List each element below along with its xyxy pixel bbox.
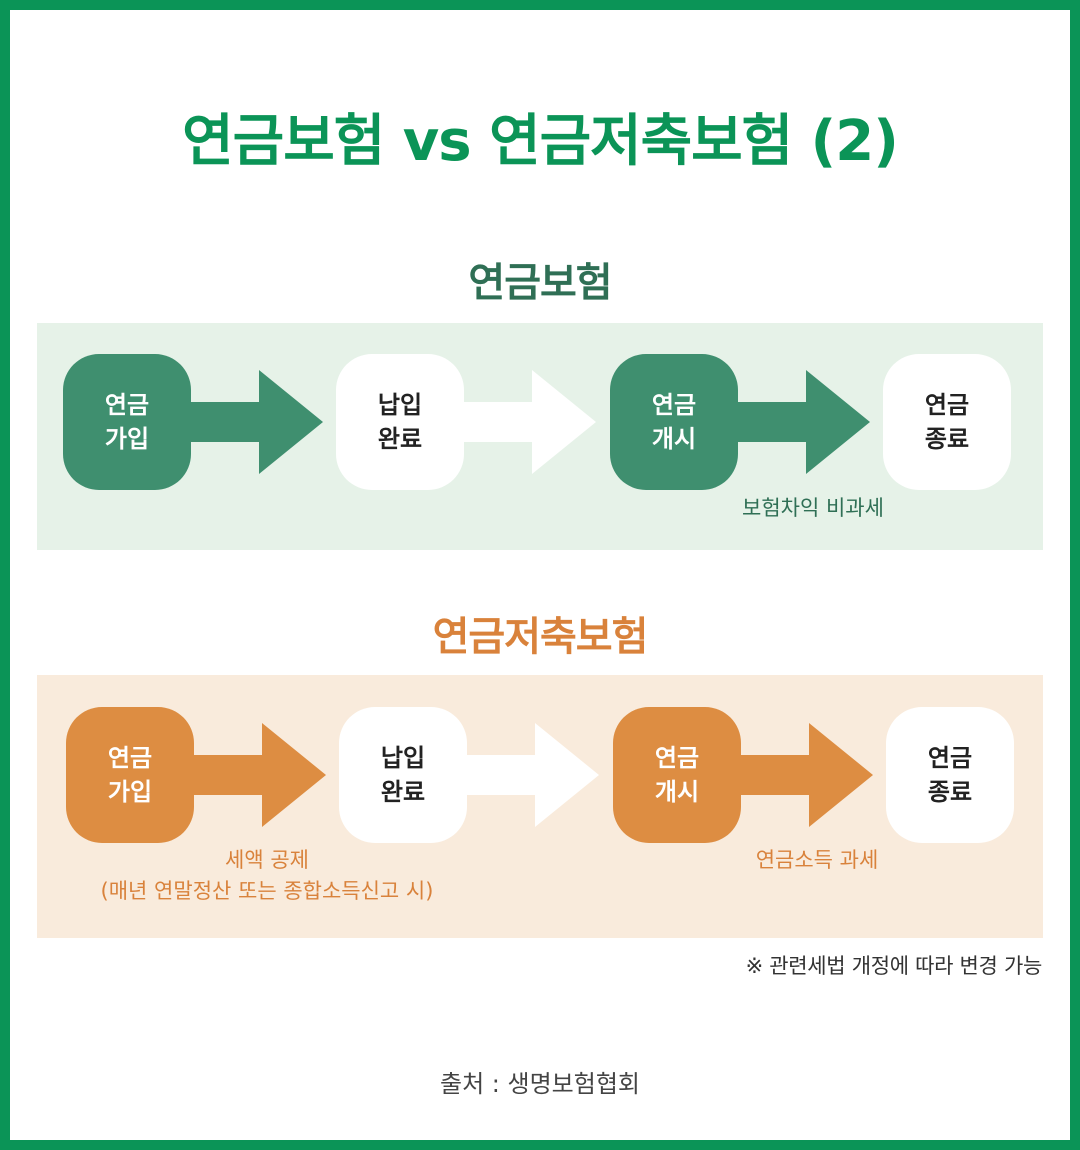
- arrow-start-to-end-icon: [734, 370, 870, 474]
- section-title-annuity: 연금보험: [468, 260, 612, 306]
- arrow-join-to-complete-icon: [190, 723, 326, 827]
- stage-payment-complete: 납입 완료: [339, 707, 467, 843]
- panel-pension-savings-insurance: 연금 가입 납입 완료 연금 개시 연금 종료 세액 공제 (매년 연말정산 또…: [37, 675, 1043, 938]
- note-pension-income-tax: 연금소득 과세: [755, 848, 879, 872]
- page-title: 연금보험 vs 연금저축보험 (2): [182, 109, 899, 174]
- panel-annuity-insurance: 연금 가입 납입 완료 연금 개시 연금 종료 보험차익 비과세: [37, 323, 1043, 550]
- stage-annuity-end: 연금 종료: [883, 354, 1011, 490]
- note-tax-exempt: 보험차익 비과세: [742, 496, 884, 520]
- source-credit: 출처 : 생명보험협회: [440, 1070, 640, 1098]
- stage-join: 연금 가입: [66, 707, 194, 843]
- disclaimer-note: ※ 관련세법 개정에 따라 변경 가능: [745, 954, 1043, 978]
- note-tax-deduction: 세액 공제 (매년 연말정산 또는 종합소득신고 시): [100, 848, 434, 903]
- stage-payment-complete: 납입 완료: [336, 354, 464, 490]
- section-title-pension-savings: 연금저축보험: [432, 614, 649, 660]
- arrow-complete-to-start-icon: [463, 723, 599, 827]
- arrow-start-to-end-icon: [737, 723, 873, 827]
- arrow-join-to-complete-icon: [187, 370, 323, 474]
- stage-join: 연금 가입: [63, 354, 191, 490]
- stage-annuity-end: 연금 종료: [886, 707, 1014, 843]
- stage-annuity-start: 연금 개시: [610, 354, 738, 490]
- arrow-complete-to-start-icon: [460, 370, 596, 474]
- stage-annuity-start: 연금 개시: [613, 707, 741, 843]
